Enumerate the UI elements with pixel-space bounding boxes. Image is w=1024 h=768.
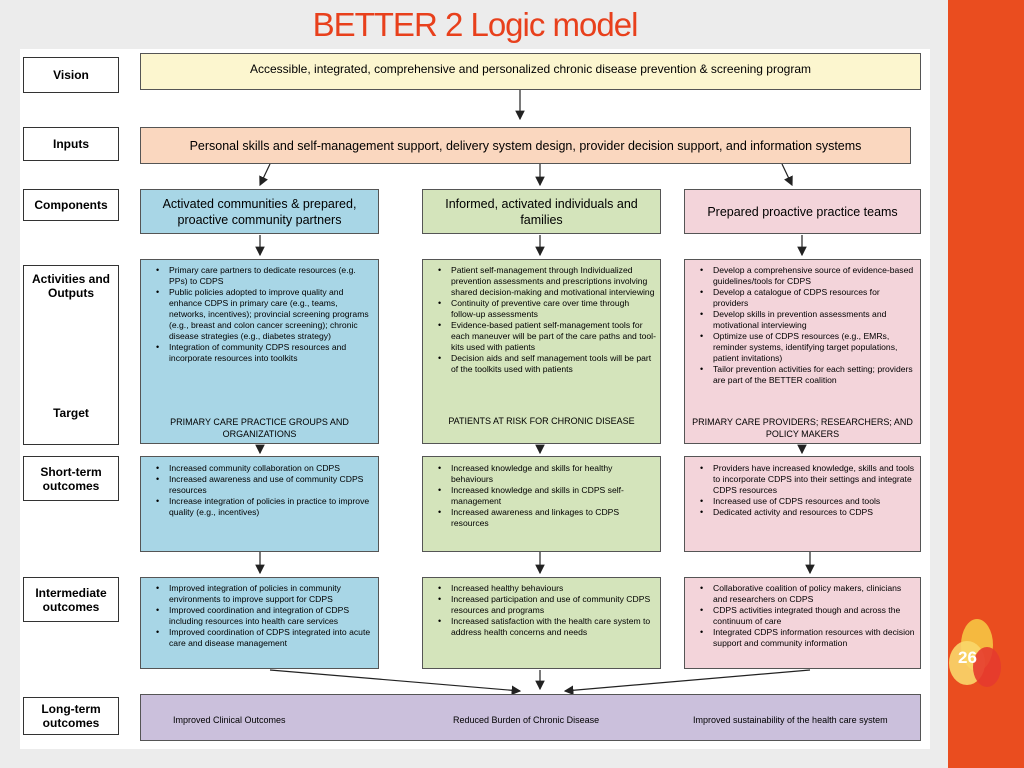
outcome-item: Increased satisfaction with the health c… <box>438 616 656 638</box>
label-activities: Activities and Outputs Target <box>23 265 119 445</box>
target-col3: PRIMARY CARE PROVIDERS; RESEARCHERS; AND… <box>692 417 913 439</box>
outcome-item: Increased healthy behaviours <box>438 583 656 594</box>
outcome-item: Increased community collaboration on CDP… <box>156 463 374 474</box>
outcome-item: CDPS activities integrated though and ac… <box>700 605 916 627</box>
outcome-item: Integrated CDPS information resources wi… <box>700 627 916 649</box>
label-components: Components <box>23 189 119 221</box>
target-col1: PRIMARY CARE PRACTICE GROUPS AND ORGANIZ… <box>170 417 349 439</box>
label-activities-text: Activities and Outputs <box>31 272 111 300</box>
outcome-item: Increased use of CDPS resources and tool… <box>700 496 916 507</box>
activity-item: Decision aids and self management tools … <box>438 353 656 375</box>
activity-item: Develop a catalogue of CDPS resources fo… <box>700 287 916 309</box>
long-term-item: Reduced Burden of Chronic Disease <box>453 715 600 725</box>
logo-icon <box>949 619 1001 687</box>
activities-col1: Primary care partners to dedicate resour… <box>140 259 379 444</box>
activity-item: Optimize use of CDPS resources (e.g., EM… <box>700 331 916 364</box>
inputs-box: Personal skills and self-management supp… <box>140 127 911 164</box>
label-short-term: Short-term outcomes <box>23 456 119 501</box>
long-term-item: Improved sustainability of the health ca… <box>693 715 888 725</box>
outcome-item: Increased awareness and linkages to CDPS… <box>438 507 656 529</box>
long-term-item: Improved Clinical Outcomes <box>173 715 286 725</box>
intermediate-col1: Improved integration of policies in comm… <box>140 577 379 669</box>
activity-item: Tailor prevention activities for each se… <box>700 364 916 386</box>
activity-item: Develop skills in prevention assessments… <box>700 309 916 331</box>
outcome-item: Increased knowledge and skills for healt… <box>438 463 656 485</box>
component-communities: Activated communities & prepared, proact… <box>140 189 379 234</box>
outcome-item: Dedicated activity and resources to CDPS <box>700 507 916 518</box>
label-intermediate: Intermediate outcomes <box>23 577 119 622</box>
activity-item: Evidence-based patient self-management t… <box>438 320 656 353</box>
activities-col2: Patient self-management through Individu… <box>422 259 661 444</box>
component-practice-teams: Prepared proactive practice teams <box>684 189 921 234</box>
label-target: Target <box>53 406 89 420</box>
outcome-item: Providers have increased knowledge, skil… <box>700 463 916 496</box>
intermediate-col2: Increased healthy behaviours Increased p… <box>422 577 661 669</box>
activity-item: Integration of community CDPS resources … <box>156 342 374 364</box>
activity-item: Develop a comprehensive source of eviden… <box>700 265 916 287</box>
activity-item: Patient self-management through Individu… <box>438 265 656 298</box>
label-inputs: Inputs <box>23 127 119 161</box>
component-individuals: Informed, activated individuals and fami… <box>422 189 661 234</box>
outcome-item: Improved coordination of CDPS integrated… <box>156 627 374 649</box>
outcome-item: Increased awareness and use of community… <box>156 474 374 496</box>
outcome-item: Collaborative coalition of policy makers… <box>700 583 916 605</box>
short-term-col3: Providers have increased knowledge, skil… <box>684 456 921 552</box>
outcome-item: Increase integration of policies in prac… <box>156 496 374 518</box>
activities-col3: Develop a comprehensive source of eviden… <box>684 259 921 444</box>
outcome-item: Improved integration of policies in comm… <box>156 583 374 605</box>
slide-title: BETTER 2 Logic model <box>312 6 639 43</box>
outcome-item: Increased knowledge and skills in CDPS s… <box>438 485 656 507</box>
page-number: 26 <box>958 648 977 667</box>
intermediate-col3: Collaborative coalition of policy makers… <box>684 577 921 669</box>
activity-item: Public policies adopted to improve quali… <box>156 287 374 342</box>
long-term-box: Improved Clinical Outcomes Reduced Burde… <box>140 694 921 741</box>
logic-model-diagram: Vision Inputs Components Activities and … <box>20 49 930 749</box>
label-long-term: Long-term outcomes <box>23 697 119 735</box>
outcome-item: Increased participation and use of commu… <box>438 594 656 616</box>
short-term-col2: Increased knowledge and skills for healt… <box>422 456 661 552</box>
target-col2: PATIENTS AT RISK FOR CHRONIC DISEASE <box>448 416 635 426</box>
outcome-item: Improved coordination and integration of… <box>156 605 374 627</box>
vision-box: Accessible, integrated, comprehensive an… <box>140 53 921 90</box>
label-vision: Vision <box>23 57 119 93</box>
short-term-col1: Increased community collaboration on CDP… <box>140 456 379 552</box>
activity-item: Primary care partners to dedicate resour… <box>156 265 374 287</box>
activity-item: Continuity of preventive care over time … <box>438 298 656 320</box>
